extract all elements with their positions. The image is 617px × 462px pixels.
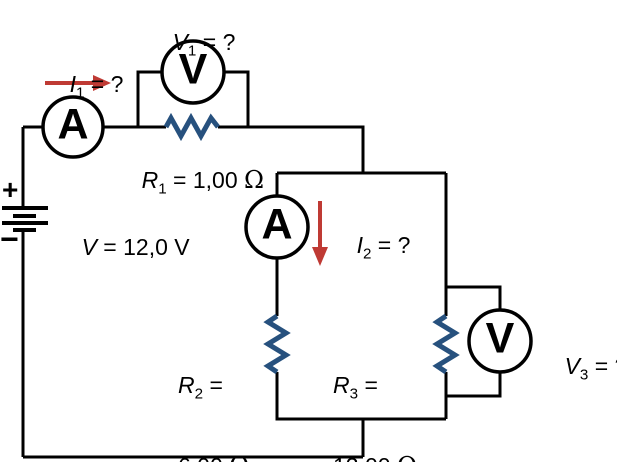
battery-minus-sign: − bbox=[0, 221, 19, 257]
current-i2-arrowhead bbox=[312, 247, 328, 266]
label-r1: R1 = 1,00 Ω bbox=[116, 140, 264, 221]
label-r3-value: 13,00 bbox=[333, 453, 397, 462]
label-r1-unit: Ω bbox=[244, 166, 265, 194]
label-v3: V3 = ? bbox=[539, 326, 617, 407]
label-v1: V1 = ? bbox=[147, 2, 236, 83]
label-r1-symbol: R bbox=[141, 167, 159, 193]
label-i2-subscript: 2 bbox=[362, 245, 372, 263]
voltmeter-v3-label: V bbox=[485, 314, 515, 363]
label-r3-symbol: R bbox=[333, 372, 350, 398]
label-r3: R3 = 13,00 Ω bbox=[333, 318, 417, 462]
label-i2-value: = ? bbox=[371, 232, 411, 258]
label-r3-unit: Ω bbox=[397, 452, 417, 462]
ammeter-a1-label: A bbox=[57, 100, 89, 149]
label-i2-symbol: I bbox=[356, 232, 363, 258]
label-i1-subscript: 1 bbox=[75, 84, 85, 102]
current-i1-arrowhead bbox=[93, 75, 111, 91]
label-i1-value: = ? bbox=[84, 71, 124, 97]
voltmeter-v1-label: V bbox=[178, 45, 208, 94]
label-i1: I1 = ? bbox=[44, 44, 124, 125]
label-i1-symbol: I bbox=[69, 71, 76, 97]
battery-plus-sign: + bbox=[2, 174, 19, 205]
ammeter-a2-circle bbox=[244, 194, 310, 260]
label-battery-voltage: V = 12,0 V bbox=[56, 207, 190, 288]
label-r1-subscript: 1 bbox=[158, 180, 167, 198]
label-v1-subscript: 1 bbox=[187, 42, 197, 60]
label-v3-subscript: 3 bbox=[579, 366, 589, 384]
label-r3-line1: R3 = bbox=[333, 372, 417, 402]
resistor-r3-zigzag bbox=[432, 313, 460, 375]
label-r2-equals: = bbox=[203, 372, 223, 398]
label-r2-unit: Ω bbox=[229, 452, 249, 462]
label-v1-symbol: V bbox=[172, 29, 188, 55]
ammeter-a2-label: A bbox=[261, 200, 293, 249]
label-r2-symbol: R bbox=[178, 372, 195, 398]
label-r1-value: = 1,00 bbox=[166, 167, 245, 193]
voltmeter-v1-circle bbox=[160, 39, 226, 105]
label-r2-line2: 6,00 Ω bbox=[178, 453, 249, 462]
resistor-r2-zigzag bbox=[263, 313, 291, 375]
label-v3-symbol: V bbox=[564, 353, 580, 379]
label-r2: R2 = 6,00 Ω bbox=[178, 318, 249, 462]
label-r2-subscript: 2 bbox=[194, 385, 204, 403]
ammeter-a1-circle bbox=[41, 95, 105, 159]
label-battery-value: = 12,0 V bbox=[96, 234, 190, 260]
label-r2-line1: R2 = bbox=[178, 372, 249, 402]
label-r3-subscript: 3 bbox=[349, 385, 359, 403]
voltmeter-v3-circle bbox=[467, 308, 533, 374]
label-v3-value: = ? bbox=[594, 353, 617, 379]
label-r2-value: 6,00 bbox=[178, 453, 229, 462]
label-v1-value: = ? bbox=[196, 29, 236, 55]
battery-symbol bbox=[2, 206, 48, 232]
label-r3-line2: 13,00 Ω bbox=[333, 453, 417, 462]
resistor-r1-zigzag bbox=[163, 112, 220, 142]
label-r3-equals: = bbox=[358, 372, 378, 398]
label-battery-symbol: V bbox=[81, 234, 97, 260]
label-i2: I2 = ? bbox=[331, 205, 411, 286]
